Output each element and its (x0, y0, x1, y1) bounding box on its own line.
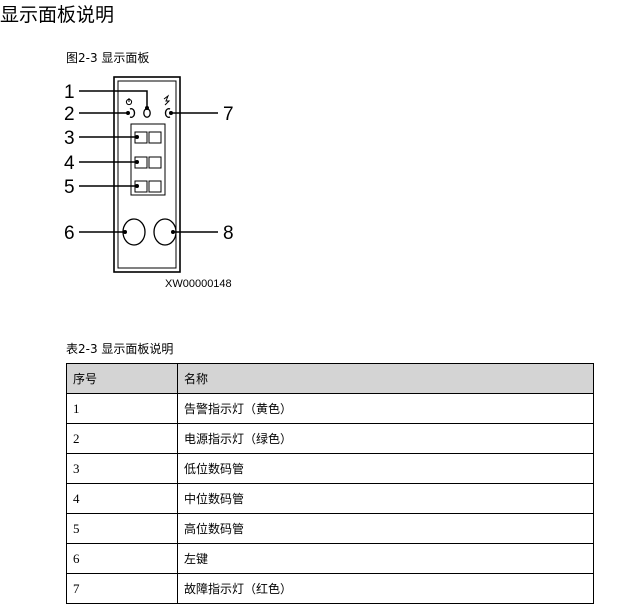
row-number-cell: 7 (66, 573, 178, 604)
row-name-cell: 电源指示灯（绿色） (177, 423, 594, 454)
table-row: 4 中位数码管 (66, 483, 594, 514)
alarm-indicator-led (143, 108, 151, 118)
callout-number-4: 4 (64, 153, 75, 174)
digit-display-frame (130, 123, 166, 196)
table-row: 2 电源指示灯（绿色） (66, 423, 594, 454)
row-name-cell: 左键 (177, 543, 594, 574)
row-name-cell: 高位数码管 (177, 513, 594, 544)
table-row: 6 左键 (66, 543, 594, 574)
panel-description-table: 序号 名称 1 告警指示灯（黄色） 2 电源指示灯（绿色） 3 低位数码管 4 … (66, 363, 594, 604)
panel-outer-frame (113, 76, 181, 273)
panel-inner-frame (117, 80, 177, 269)
table-row: 5 高位数码管 (66, 513, 594, 544)
column-header-name: 名称 (177, 363, 594, 394)
callout-number-1: 1 (64, 82, 75, 103)
callout-leader-1 (79, 90, 148, 107)
table-caption: 表2-3 显示面板说明 (66, 342, 174, 356)
figure-code: XW00000148 (165, 278, 232, 290)
row-number-cell: 1 (66, 393, 178, 424)
fault-symbol-icon (163, 94, 171, 106)
table-header-row: 序号 名称 (66, 363, 594, 394)
row-name-cell: 低位数码管 (177, 453, 594, 484)
fault-indicator-led (164, 108, 171, 118)
power-indicator-led (129, 108, 136, 118)
power-symbol-icon (125, 98, 133, 106)
row-number-cell: 2 (66, 423, 178, 454)
table-row: 1 告警指示灯（黄色） (66, 393, 594, 424)
callout-number-6: 6 (64, 223, 75, 244)
row-number-cell: 6 (66, 543, 178, 574)
callout-number-7: 7 (223, 104, 234, 125)
row-name-cell: 中位数码管 (177, 483, 594, 514)
row-name-cell: 故障指示灯（红色） (177, 573, 594, 604)
row-name-cell: 告警指示灯（黄色） (177, 393, 594, 424)
display-panel-diagram: 1 2 3 4 5 6 7 8 (64, 76, 234, 273)
callout-number-3: 3 (64, 128, 75, 149)
callout-number-5: 5 (64, 177, 75, 198)
column-header-number: 序号 (66, 363, 178, 394)
row-number-cell: 4 (66, 483, 178, 514)
callout-number-2: 2 (64, 104, 75, 125)
row-number-cell: 3 (66, 453, 178, 484)
table-row: 7 故障指示灯（红色） (66, 573, 594, 604)
page-heading: 显示面板说明 (0, 4, 115, 26)
table-row: 3 低位数码管 (66, 453, 594, 484)
callout-number-8: 8 (223, 223, 234, 244)
row-number-cell: 5 (66, 513, 178, 544)
figure-caption: 图2-3 显示面板 (66, 51, 150, 65)
